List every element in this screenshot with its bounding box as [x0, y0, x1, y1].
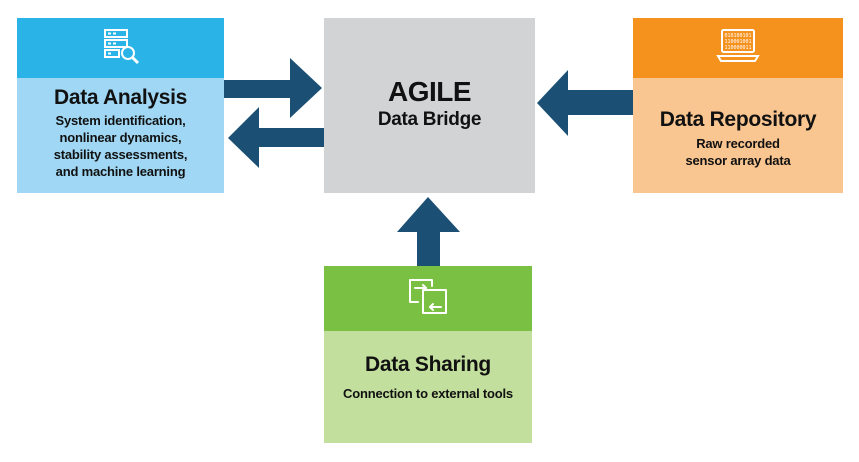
laptop-binary-icon: 010100101 110001001 110000011: [715, 26, 761, 71]
description-line: System identification,: [55, 113, 186, 128]
description-line: nonlinear dynamics,: [59, 130, 182, 145]
data-sharing-title: Data Sharing: [365, 353, 491, 376]
agile-title: AGILE: [387, 76, 472, 107]
agile-data-bridge-box: AGILE Data Bridge: [324, 18, 535, 193]
data-repository-box: 010100101 110001001 110000011 Data Repos…: [633, 18, 843, 193]
arrow-repository-to-agile: [537, 70, 633, 136]
data-sharing-body: Data Sharing Connection to external tool…: [324, 331, 532, 443]
data-analysis-box: Data Analysis System identification, non…: [17, 18, 224, 193]
description-line: stability assessments,: [53, 147, 188, 162]
data-repository-title: Data Repository: [659, 108, 817, 131]
data-analysis-body: Data Analysis System identification, non…: [17, 78, 224, 193]
description-line: sensor array data: [685, 153, 791, 168]
data-sharing-description: Connection to external tools: [324, 385, 532, 402]
data-sharing-box: Data Sharing Connection to external tool…: [324, 266, 532, 443]
arrow-analysis-to-agile: [224, 58, 322, 118]
description-line: Connection to external tools: [343, 386, 513, 401]
description-line: Raw recorded: [696, 136, 780, 151]
binary-line: 110000011: [724, 45, 751, 51]
exchange-windows-icon: [406, 274, 450, 323]
arrow-agile-to-analysis: [228, 107, 324, 168]
server-search-icon: [101, 26, 141, 71]
data-analysis-header: [17, 18, 224, 78]
data-repository-body: Data Repository Raw recorded sensor arra…: [633, 78, 843, 193]
data-analysis-title: Data Analysis: [53, 86, 188, 109]
agile-subtitle: Data Bridge: [377, 109, 482, 130]
data-analysis-description: System identification, nonlinear dynamic…: [17, 112, 224, 180]
data-repository-description: Raw recorded sensor array data: [633, 135, 843, 169]
data-repository-header: 010100101 110001001 110000011: [633, 18, 843, 78]
binary-line: 010100101: [724, 33, 751, 39]
binary-line: 110001001: [724, 39, 751, 45]
arrow-sharing-to-agile: [397, 197, 460, 266]
data-sharing-header: [324, 266, 532, 331]
description-line: and machine learning: [55, 164, 186, 179]
